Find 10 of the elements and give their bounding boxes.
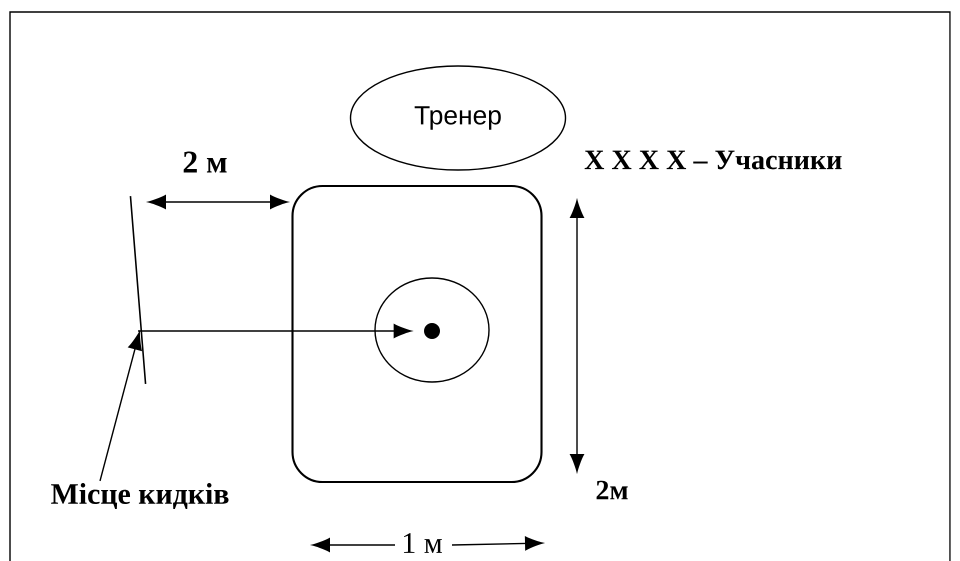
target-box xyxy=(291,184,543,484)
throw-arrow xyxy=(138,324,412,338)
dimension-label: 2м xyxy=(596,480,628,500)
place-label: Місце кидків xyxy=(51,483,229,509)
leader-line xyxy=(99,332,142,482)
dimension-label: 2 м xyxy=(184,152,227,172)
throwing-line xyxy=(130,196,146,384)
target-dot xyxy=(424,323,440,339)
target-circle xyxy=(374,277,490,383)
dimension-label: 1 м xyxy=(398,530,446,556)
